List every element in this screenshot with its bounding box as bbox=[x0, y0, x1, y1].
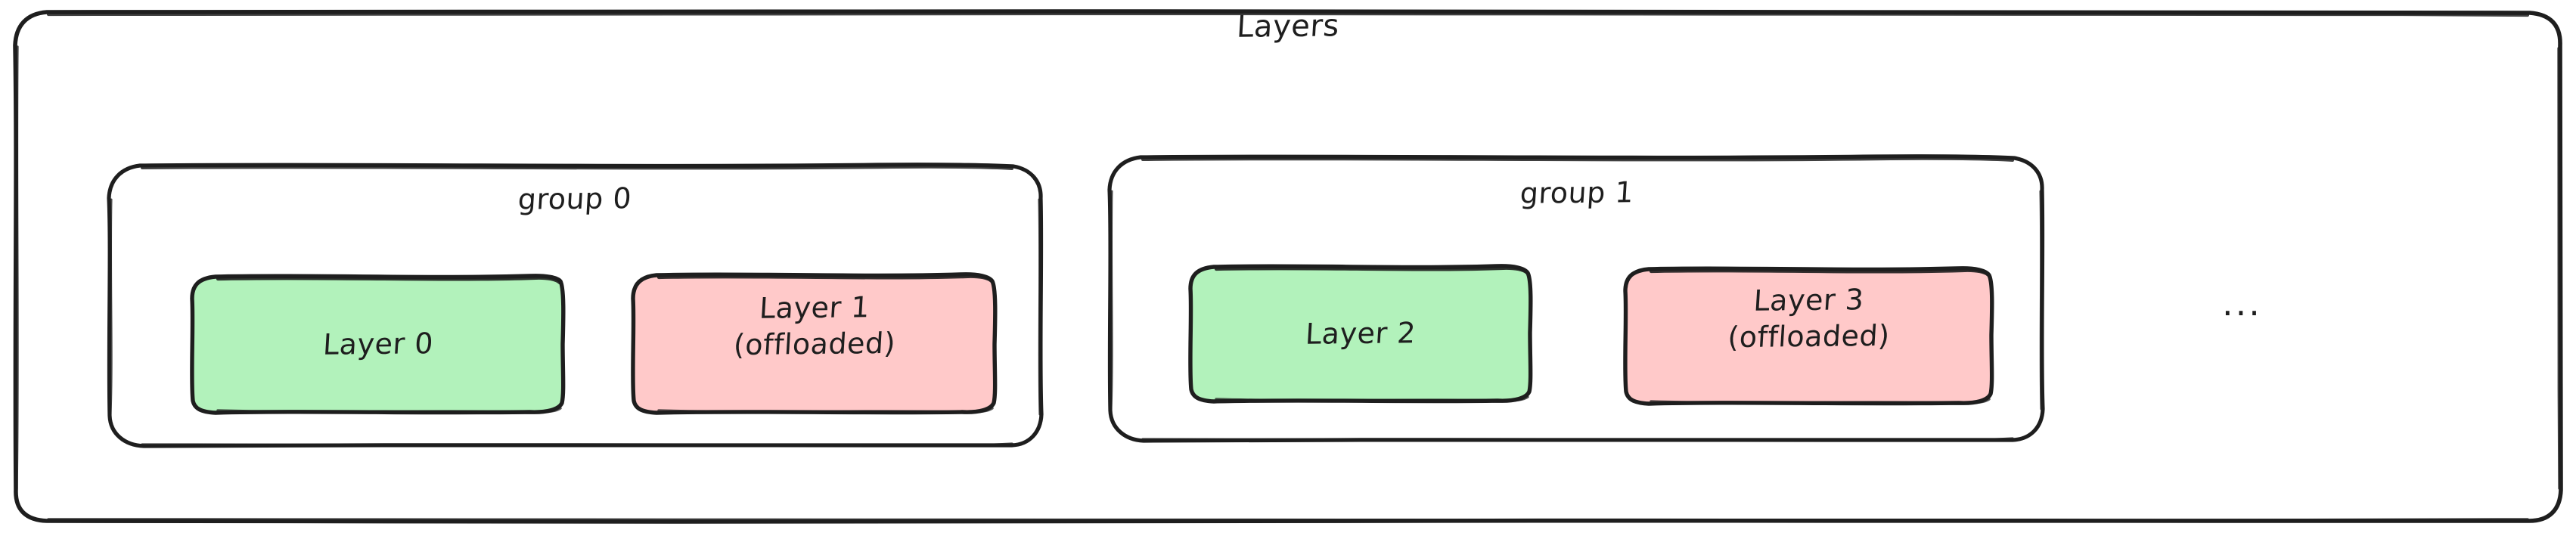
layer-0-box[interactable] bbox=[192, 274, 563, 414]
layer-3-box[interactable] bbox=[1625, 267, 1992, 404]
layer-1-box[interactable] bbox=[633, 273, 995, 414]
layer-2-box[interactable] bbox=[1190, 265, 1531, 402]
more-groups-ellipsis: ... bbox=[2222, 283, 2262, 324]
